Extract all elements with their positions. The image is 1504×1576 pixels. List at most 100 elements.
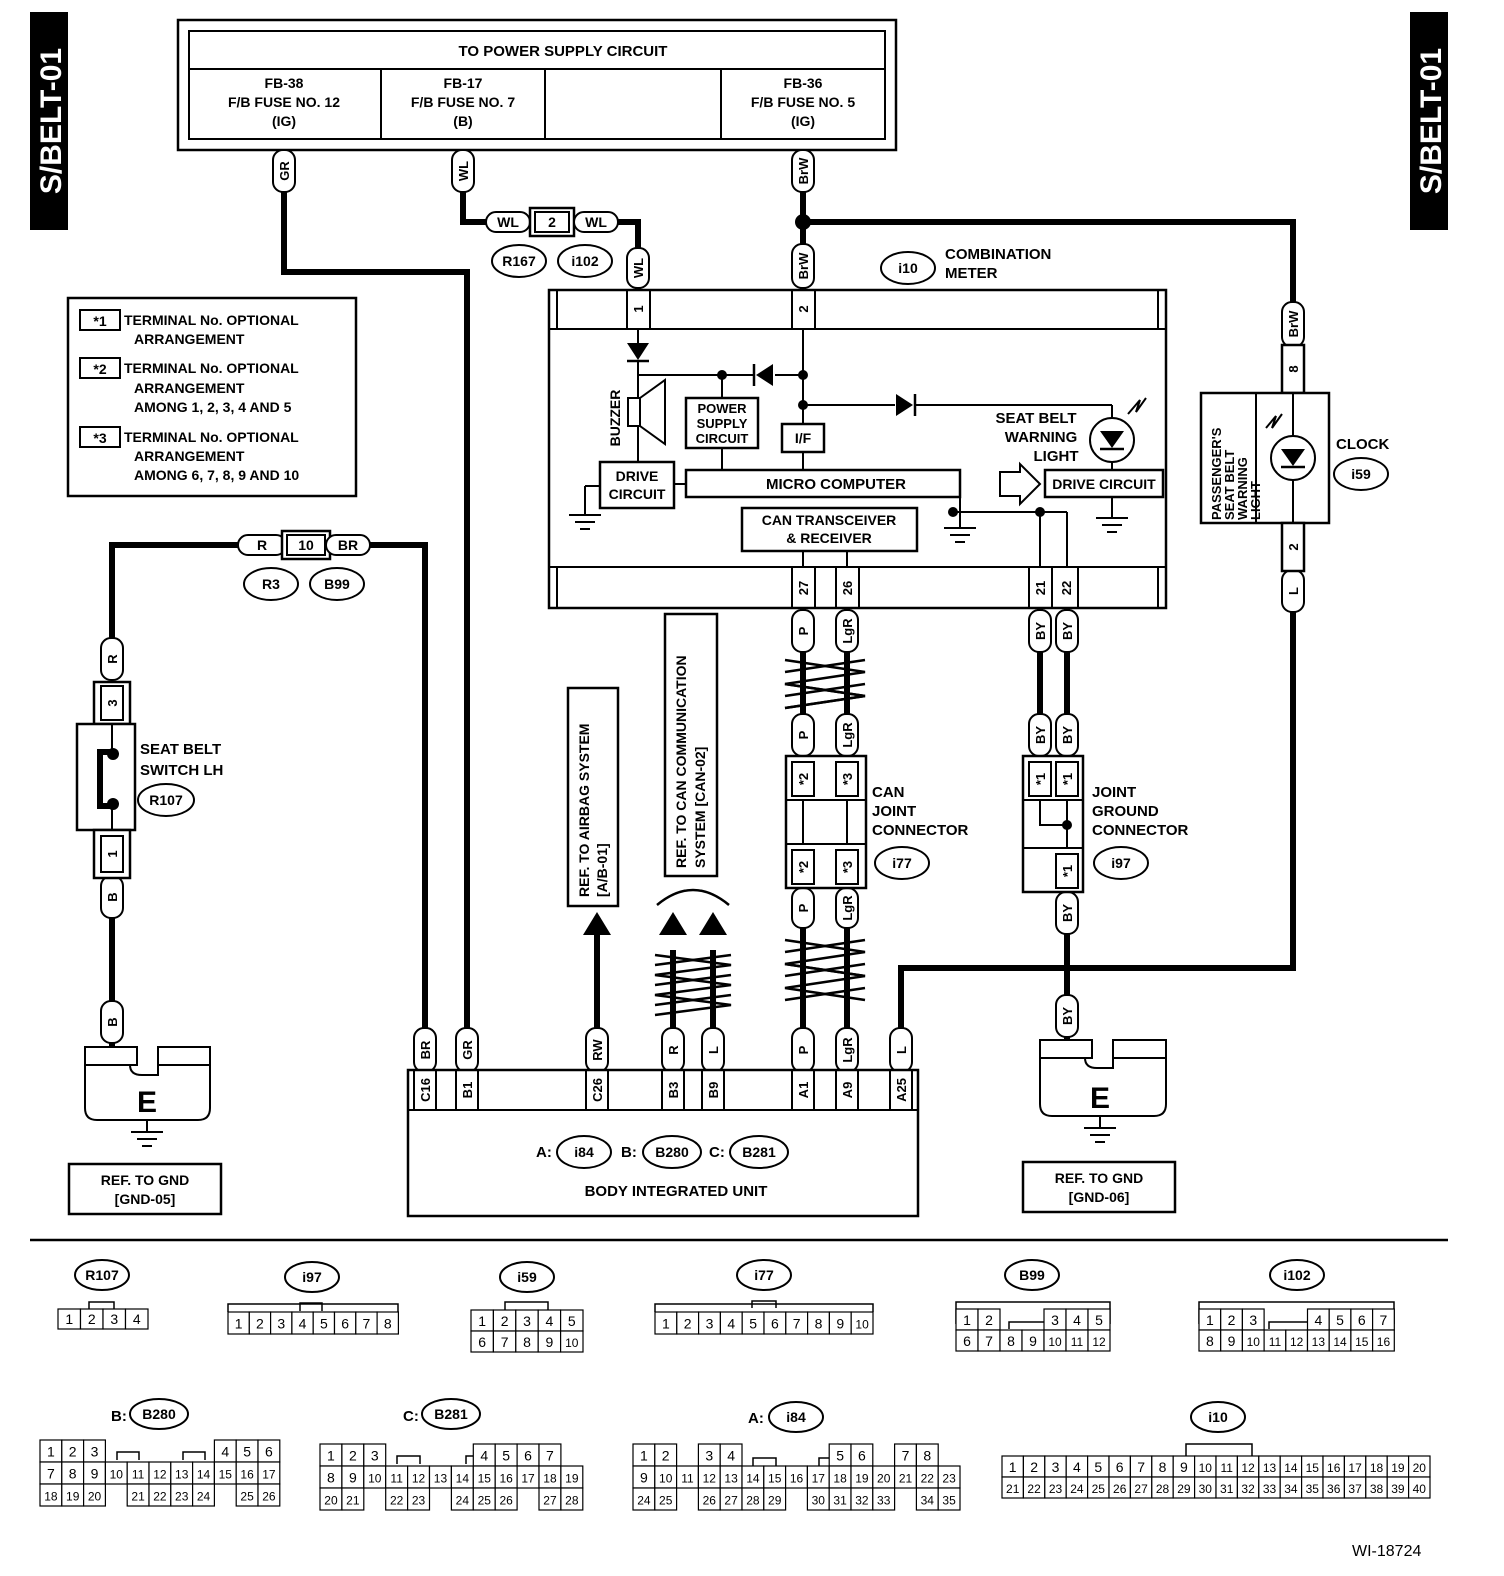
pin-number-i84: 25 (659, 1494, 673, 1508)
svg-text:F/B FUSE NO. 7: F/B FUSE NO. 7 (411, 94, 515, 110)
pin-number-b281: 11 (390, 1472, 403, 1486)
svg-text:P: P (796, 730, 811, 739)
svg-text:BY: BY (1033, 622, 1048, 640)
svg-text:CAN: CAN (872, 784, 905, 801)
pin-number-i102: 16 (1377, 1335, 1391, 1349)
pin-number-i84: 13 (724, 1472, 738, 1486)
svg-text:R: R (257, 537, 267, 553)
pin-number-b281: 5 (502, 1448, 510, 1464)
connector-i77-badge (874, 846, 930, 880)
svg-text:[GND-06]: [GND-06] (1069, 1189, 1130, 1205)
pin-number-r107: 4 (133, 1311, 141, 1327)
svg-text:i77: i77 (754, 1267, 774, 1283)
svg-text:FB-17: FB-17 (444, 75, 483, 91)
pin-number-i77: 10 (855, 1318, 869, 1332)
pin-number-b280: 10 (110, 1468, 124, 1482)
svg-text:LIGHT: LIGHT (1034, 448, 1079, 465)
face-b281-badge (421, 1398, 481, 1430)
svg-text:i102: i102 (571, 253, 598, 269)
pin-number-b280: 19 (66, 1490, 80, 1504)
pin-cell-b281 (407, 1487, 431, 1511)
pin-number-i84: 3 (705, 1448, 713, 1464)
pin-number-b99: 1 (963, 1312, 971, 1328)
pin-number-r107: 2 (88, 1311, 96, 1327)
svg-text:A9: A9 (840, 1082, 855, 1099)
pin-number-i77: 6 (771, 1316, 779, 1332)
pin-number-b99: 2 (985, 1312, 993, 1328)
connector-i84-badge (556, 1135, 612, 1169)
pin-number-i10: 31 (1220, 1482, 1234, 1496)
pin-cell-i84 (654, 1487, 678, 1511)
pin-number-b280: 9 (91, 1466, 99, 1482)
svg-text:27: 27 (796, 581, 811, 595)
page-tab-right-label: S/BELT-01 (1415, 48, 1448, 194)
connector-b99-badge (309, 567, 365, 601)
pin-number-b99: 9 (1029, 1333, 1037, 1349)
page-tab-right: S/BELT-01 (1410, 12, 1448, 230)
svg-text:WL: WL (631, 258, 646, 278)
pin-number-b281: 12 (412, 1472, 426, 1486)
svg-text:*3: *3 (840, 861, 855, 873)
svg-text:*1: *1 (1060, 865, 1075, 877)
svg-text:E: E (1090, 1082, 1110, 1115)
face-b280-badge (129, 1398, 189, 1430)
pin-number-i84: 5 (836, 1448, 844, 1464)
pin-number-i84: 11 (681, 1472, 694, 1486)
pin-number-i84: 19 (855, 1472, 869, 1486)
svg-text:(B): (B) (453, 113, 472, 129)
svg-text:C:: C: (403, 1408, 419, 1425)
pin-number-i84: 24 (637, 1494, 651, 1508)
pin-number-b280: 17 (262, 1468, 276, 1482)
svg-text:A25: A25 (894, 1078, 909, 1102)
svg-text:BUZZER: BUZZER (607, 390, 623, 447)
svg-text:BODY INTEGRATED UNIT: BODY INTEGRATED UNIT (585, 1183, 768, 1200)
pin-number-i97: 2 (256, 1316, 264, 1332)
svg-text:SUPPLY: SUPPLY (697, 416, 748, 431)
svg-text:22: 22 (1059, 581, 1074, 595)
svg-text:ARRANGEMENT: ARRANGEMENT (134, 380, 245, 396)
pin-number-i10: 7 (1137, 1459, 1145, 1475)
wire-label-pills: GR WL BrW WL BrW BrW L R B B P LgR P LgR… (100, 149, 1305, 1073)
pin-number-i102: 12 (1290, 1335, 1304, 1349)
pin-number-i59: 2 (501, 1313, 509, 1329)
svg-text:BrW: BrW (796, 252, 811, 279)
pin-number-b280: 26 (262, 1490, 276, 1504)
svg-text:WARNING: WARNING (1235, 457, 1250, 520)
joint-ground-connector: *1 *1 *1 JOINT GROUND CONNECTOR i97 (1021, 754, 1189, 894)
pin-number-i102: 8 (1206, 1333, 1214, 1349)
pin-number-b99: 7 (985, 1333, 993, 1349)
pin-number-i10: 21 (1006, 1482, 1020, 1496)
pin-number-b281: 2 (349, 1448, 357, 1464)
pin-number-i10: 8 (1159, 1459, 1167, 1475)
svg-text:R: R (105, 654, 120, 664)
pin-number-b281: 15 (478, 1472, 492, 1486)
svg-text:R107: R107 (85, 1267, 119, 1283)
pin-number-i10: 10 (1199, 1461, 1213, 1475)
pin-number-i84: 8 (923, 1448, 931, 1464)
pin-number-i84: 9 (640, 1470, 648, 1486)
svg-text:CONNECTOR: CONNECTOR (1092, 822, 1189, 839)
svg-text:B:: B: (621, 1144, 637, 1161)
pin-number-i10: 37 (1348, 1482, 1362, 1496)
pin-number-i102: 3 (1249, 1312, 1257, 1328)
pin-cell-i97 (376, 1311, 400, 1335)
pin-number-b280: 14 (197, 1468, 211, 1482)
pin-number-i77: 9 (836, 1316, 844, 1332)
svg-text:JOINT: JOINT (872, 803, 916, 820)
svg-text:BY: BY (1060, 1007, 1075, 1025)
pin-cell-b281 (494, 1487, 518, 1511)
pin-number-b280: 2 (69, 1444, 77, 1460)
face-i84-badge (768, 1401, 824, 1433)
pin-number-i10: 39 (1391, 1482, 1405, 1496)
pin-number-b281: 28 (565, 1494, 579, 1508)
svg-text:PASSENGER'S: PASSENGER'S (1209, 427, 1224, 520)
pin-number-i10: 26 (1113, 1482, 1127, 1496)
svg-text:R107: R107 (149, 792, 183, 808)
fuse-fb36: FB-36 F/B FUSE NO. 5 (IG) (751, 75, 855, 129)
pin-number-i102: 7 (1380, 1312, 1388, 1328)
pin-number-b99: 11 (1071, 1335, 1084, 1349)
pin-number-b281: 20 (324, 1494, 338, 1508)
svg-text:SEAT BELT: SEAT BELT (140, 741, 221, 758)
svg-text:A1: A1 (796, 1082, 811, 1099)
